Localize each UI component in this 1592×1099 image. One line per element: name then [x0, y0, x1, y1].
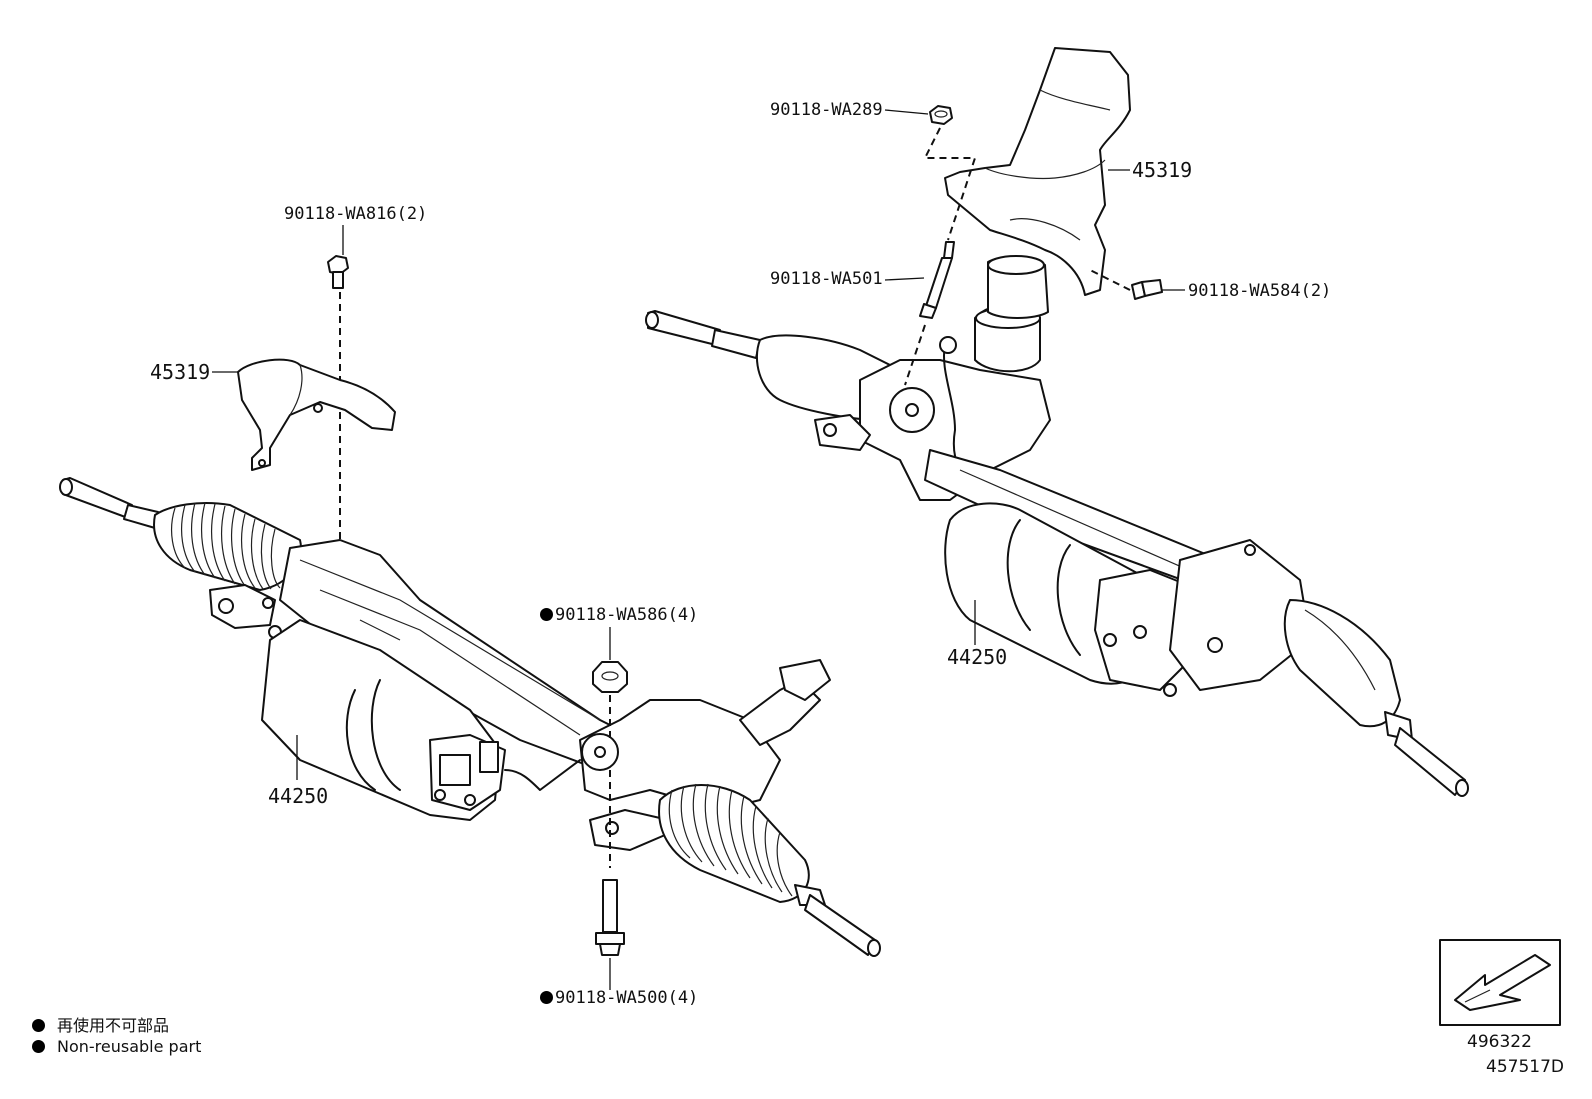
left-bellows	[153, 502, 302, 591]
legend-japanese-text: 再使用不可部品	[57, 1016, 170, 1035]
label-right-stud: 90118-WA501	[770, 269, 883, 289]
label-left-gear: 44250	[268, 784, 329, 808]
legend-japanese: 再使用不可部品	[32, 1012, 169, 1036]
left-bracket	[237, 358, 396, 471]
label-left-nut-text: 90118-WA586(4)	[555, 605, 699, 625]
figure-code: 457517D	[1486, 1057, 1564, 1077]
right-stud	[919, 241, 955, 319]
right-top-bolt	[929, 105, 953, 125]
label-left-bracket: 45319	[150, 360, 211, 384]
illustration-icon	[1439, 939, 1561, 1026]
non-reusable-dot-icon	[540, 991, 553, 1004]
right-side-bolt	[1131, 279, 1163, 300]
left-nut	[592, 661, 628, 693]
label-left-top-bolt: 90118-WA816(2)	[284, 204, 428, 224]
legend-english-text: Non-reusable part	[57, 1037, 202, 1056]
non-reusable-dot-icon	[32, 1040, 45, 1053]
label-right-top-bolt: 90118-WA289	[770, 100, 883, 120]
left-bottom-bolt	[595, 879, 625, 956]
left-steering-gear-assembly	[59, 255, 881, 957]
illustration-number: 496322	[1467, 1032, 1532, 1052]
left-top-bolt	[327, 255, 349, 289]
label-left-bottom-bolt: 90118-WA500(4)	[540, 990, 698, 1007]
right-motor	[944, 502, 1201, 697]
non-reusable-dot-icon	[540, 608, 553, 621]
legend-english: Non-reusable part	[32, 1037, 201, 1056]
label-left-bottom-bolt-text: 90118-WA500(4)	[555, 988, 699, 1008]
right-bellows	[658, 783, 810, 903]
leader-lines	[212, 109, 1185, 990]
label-right-gear: 44250	[947, 645, 1008, 669]
right-cover	[944, 47, 1131, 296]
label-right-cover: 45319	[1132, 158, 1193, 182]
label-right-side-bolt: 90118-WA584(2)	[1188, 281, 1332, 301]
left-motor	[261, 619, 581, 821]
right-steering-gear-assembly	[645, 47, 1469, 797]
non-reusable-dot-icon	[32, 1019, 45, 1032]
label-left-nut: 90118-WA586(4)	[540, 607, 698, 624]
